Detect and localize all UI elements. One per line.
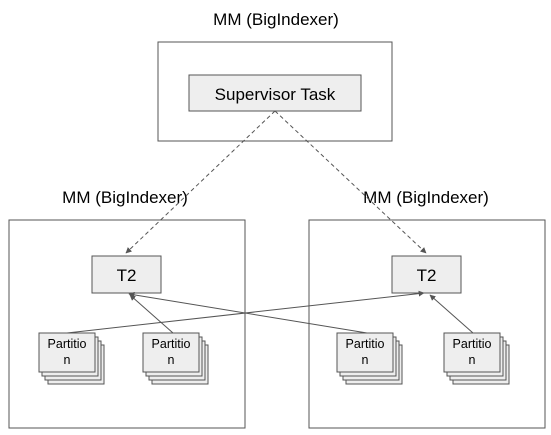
left-t2-box[interactable] [91, 255, 162, 294]
partition-stack-right-2[interactable]: Partitio n [443, 332, 510, 385]
partition-label-line2: n [168, 353, 175, 367]
right-region-box [308, 219, 546, 429]
top-region-title: MM (BigIndexer) [213, 10, 339, 29]
right-t2-box[interactable] [391, 255, 462, 294]
partition-stack-left-1[interactable]: Partitio n [38, 332, 105, 385]
partition-stack-left-2[interactable]: Partitio n [142, 332, 209, 385]
partition-right1-to-left-t2-connector [128, 291, 368, 334]
partition-right2-to-right-t2-connector [429, 294, 474, 334]
supervisor-to-left-t2-connector [125, 110, 276, 254]
partition-left2-to-left-t2-connector [129, 294, 174, 334]
left-region-title: MM (BigIndexer) [62, 188, 188, 207]
right-region-title: MM (BigIndexer) [363, 188, 489, 207]
left-region-box [8, 219, 246, 429]
left-t2-label: T2 [117, 266, 137, 285]
partition-label-line1: Partitio [152, 337, 191, 351]
supervisor-task-label: Supervisor Task [215, 85, 336, 104]
right-t2-label: T2 [417, 266, 437, 285]
partition-label-line1: Partitio [453, 337, 492, 351]
partition-label-line2: n [469, 353, 476, 367]
partition-label-line1: Partitio [346, 337, 385, 351]
supervisor-task-box[interactable] [188, 74, 362, 112]
partition-label-line2: n [64, 353, 71, 367]
partition-stack-right-1[interactable]: Partitio n [336, 332, 403, 385]
partition-label-line2: n [362, 353, 369, 367]
partition-label-line1: Partitio [48, 337, 87, 351]
